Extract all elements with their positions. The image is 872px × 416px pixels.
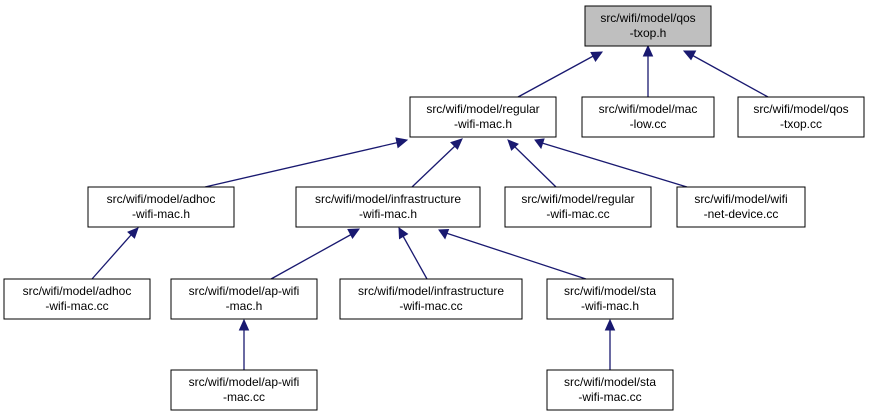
node-label-line1: src/wifi/model/sta (564, 375, 656, 389)
node-label-line2: -wifi-mac.cc (45, 299, 108, 313)
edge-qos-txop-cc-to-qos-txop-h (682, 50, 769, 98)
node-label-line2: -wifi-mac.cc (399, 299, 462, 313)
edge-adhoc-wifi-mac-cc-to-adhoc-wifi-mac-h (91, 227, 139, 280)
node-label-line2: -mac.h (226, 299, 263, 313)
edge-adhoc-wifi-mac-h-to-regular-wifi-mac-h (204, 137, 409, 188)
node-infrastructure-wifi-mac-cc[interactable]: src/wifi/model/infrastructure -wifi-mac.… (339, 278, 523, 320)
node-sta-wifi-mac-h[interactable]: src/wifi/model/sta -wifi-mac.h (546, 278, 674, 320)
node-label-line1: src/wifi/model/wifi (694, 192, 787, 206)
node-sta-wifi-mac-cc[interactable]: src/wifi/model/sta -wifi-mac.cc (546, 369, 674, 411)
node-qos-txop-cc[interactable]: src/wifi/model/qos -txop.cc (737, 96, 865, 138)
edge-ap-wifi-mac-cc-to-ap-wifi-mac-h (238, 318, 250, 370)
node-label-line1: src/wifi/model/adhoc (107, 192, 216, 206)
node-label-line2: -wifi-mac.h (581, 299, 639, 313)
node-label-line2: -mac.cc (223, 390, 265, 404)
node-label-line1: src/wifi/model/regular (426, 102, 539, 116)
node-infrastructure-wifi-mac-h[interactable]: src/wifi/model/infrastructure -wifi-mac.… (295, 186, 481, 228)
node-label-line1: src/wifi/model/qos (600, 11, 695, 25)
node-label-line1: src/wifi/model/ap-wifi (189, 375, 300, 389)
node-label-line1: src/wifi/model/infrastructure (315, 192, 461, 206)
node-label-line2: -wifi-mac.h (132, 207, 190, 221)
node-label-line1: src/wifi/model/mac (599, 102, 698, 116)
node-wifi-net-device-cc[interactable]: src/wifi/model/wifi -net-device.cc (676, 186, 806, 228)
edge-mac-low-cc-to-qos-txop-h (642, 44, 654, 97)
node-label-line1: src/wifi/model/infrastructure (358, 284, 504, 298)
node-label-line2: -net-device.cc (704, 207, 779, 221)
node-regular-wifi-mac-h[interactable]: src/wifi/model/regular -wifi-mac.h (409, 96, 557, 138)
node-label-line2: -wifi-mac.cc (546, 207, 609, 221)
edge-sta-wifi-mac-cc-to-sta-wifi-mac-h (604, 318, 616, 370)
edge-infrastructure-wifi-mac-h-to-regular-wifi-mac-h (411, 138, 463, 188)
node-regular-wifi-mac-cc[interactable]: src/wifi/model/regular -wifi-mac.cc (504, 186, 652, 228)
node-label-line1: src/wifi/model/qos (753, 102, 848, 116)
node-ap-wifi-mac-cc[interactable]: src/wifi/model/ap-wifi -mac.cc (170, 369, 318, 411)
edge-regular-wifi-mac-cc-to-regular-wifi-mac-h (507, 139, 557, 188)
node-label-line1: src/wifi/model/regular (521, 192, 634, 206)
node-ap-wifi-mac-h[interactable]: src/wifi/model/ap-wifi -mac.h (170, 278, 318, 320)
node-label-line1: src/wifi/model/adhoc (23, 284, 132, 298)
node-label-line2: -wifi-mac.cc (578, 390, 641, 404)
edge-ap-wifi-mac-h-to-infrastructure-wifi-mac-h (270, 228, 361, 280)
node-adhoc-wifi-mac-cc[interactable]: src/wifi/model/adhoc -wifi-mac.cc (3, 278, 151, 320)
edge-regular-wifi-mac-h-to-qos-txop-h (517, 51, 604, 98)
edge-wifi-net-device-cc-to-regular-wifi-mac-h (534, 138, 688, 188)
edge-infrastructure-wifi-mac-cc-to-infrastructure-wifi-mac-h (398, 227, 428, 280)
node-label-line2: -wifi-mac.h (454, 117, 512, 131)
node-mac-low-cc[interactable]: src/wifi/model/mac -low.cc (581, 96, 715, 138)
node-label-line2: -low.cc (630, 117, 667, 131)
node-label-line2: -wifi-mac.h (359, 207, 417, 221)
node-label-line2: -txop.cc (780, 117, 822, 131)
node-label-line2: -txop.h (630, 26, 667, 40)
node-label-line1: src/wifi/model/sta (564, 284, 656, 298)
edge-sta-wifi-mac-h-to-infrastructure-wifi-mac-h (438, 228, 587, 280)
node-qos-txop-h[interactable]: src/wifi/model/qos -txop.h (584, 5, 712, 47)
node-adhoc-wifi-mac-h[interactable]: src/wifi/model/adhoc -wifi-mac.h (87, 186, 235, 228)
node-label-line1: src/wifi/model/ap-wifi (189, 284, 300, 298)
